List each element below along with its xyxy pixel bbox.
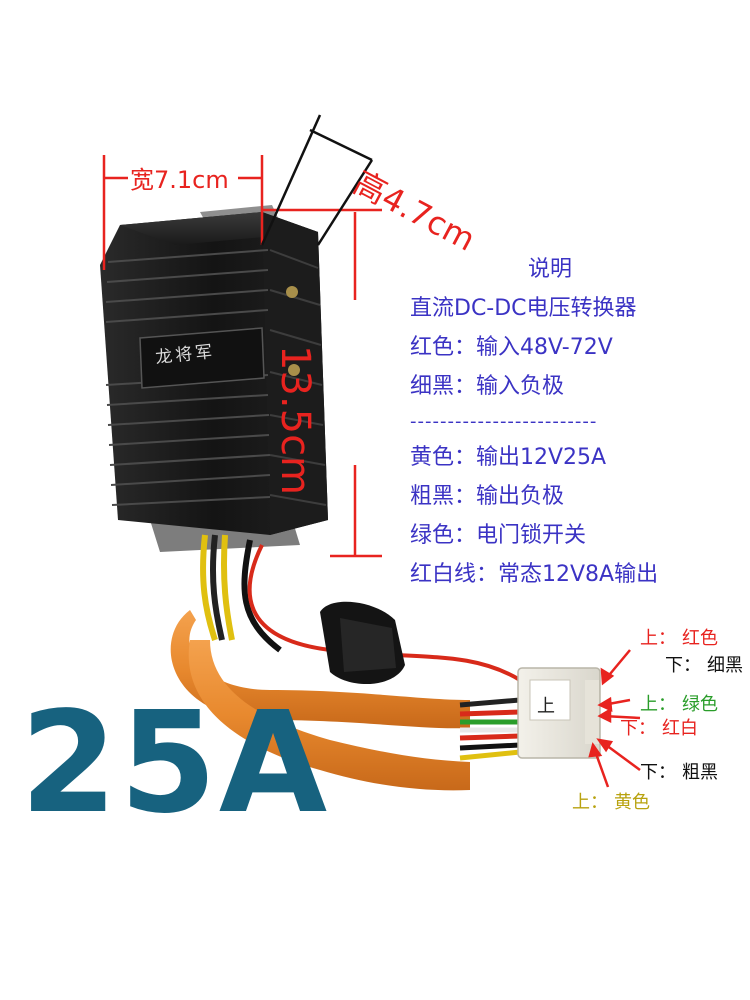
current-rating-label: 25A [20,682,330,845]
pin-label: 下： 粗黑 [640,758,718,784]
height-dimension [260,114,374,246]
legend-row: 粗黑：输出负极 [410,484,565,509]
pin-position: 下： [620,718,656,739]
pin-position: 下： [665,655,701,676]
white-connector [517,667,601,759]
legend-title: 说明 [527,257,572,282]
wiring-legend: 说明 直流DC-DC电压转换器 红色：输入48V-72V 细黑：输入负极 ---… [410,250,730,594]
pin-arrows [588,649,641,788]
length-dimension-label: 13.5cm [272,345,318,496]
pin-position: 上： [572,792,608,813]
fuse-holder [320,601,405,685]
width-dimension-label: 宽7.1cm [130,166,229,194]
pin-label: 下： 细黑 [665,651,743,677]
legend-row: 绿色：电门锁开关 [410,523,587,548]
legend-row: 直流DC-DC电压转换器 [410,296,637,321]
dimension-lines [102,155,382,558]
orange-cables [170,610,471,791]
connector-wires [459,697,521,761]
pin-label: 上： 黄色 [572,788,650,814]
legend-row: 红白线：常态12V8A输出 [410,562,659,587]
pin-color: 绿色 [682,694,718,715]
pin-position: 下： [640,762,676,783]
pin-color: 黄色 [614,792,650,813]
pin-color: 粗黑 [682,762,718,783]
converter-box [100,212,328,535]
pin-position: 上： [640,628,676,649]
connector-label: 上 [537,696,555,717]
pin-label: 上： 红色 [640,624,718,650]
legend-row: 细黑：输入负极 [410,374,565,399]
pin-color: 红色 [682,628,718,649]
pin-color: 细黑 [707,655,743,676]
legend-divider: ------------------------- [410,411,598,432]
pin-color: 红白 [662,718,698,739]
pin-label: 下： 红白 [620,714,698,740]
pin-position: 上： [640,694,676,715]
pin-label: 上： 绿色 [640,690,718,716]
legend-row: 黄色：输出12V25A [410,445,607,470]
legend-row: 红色：输入48V-72V [410,335,613,360]
